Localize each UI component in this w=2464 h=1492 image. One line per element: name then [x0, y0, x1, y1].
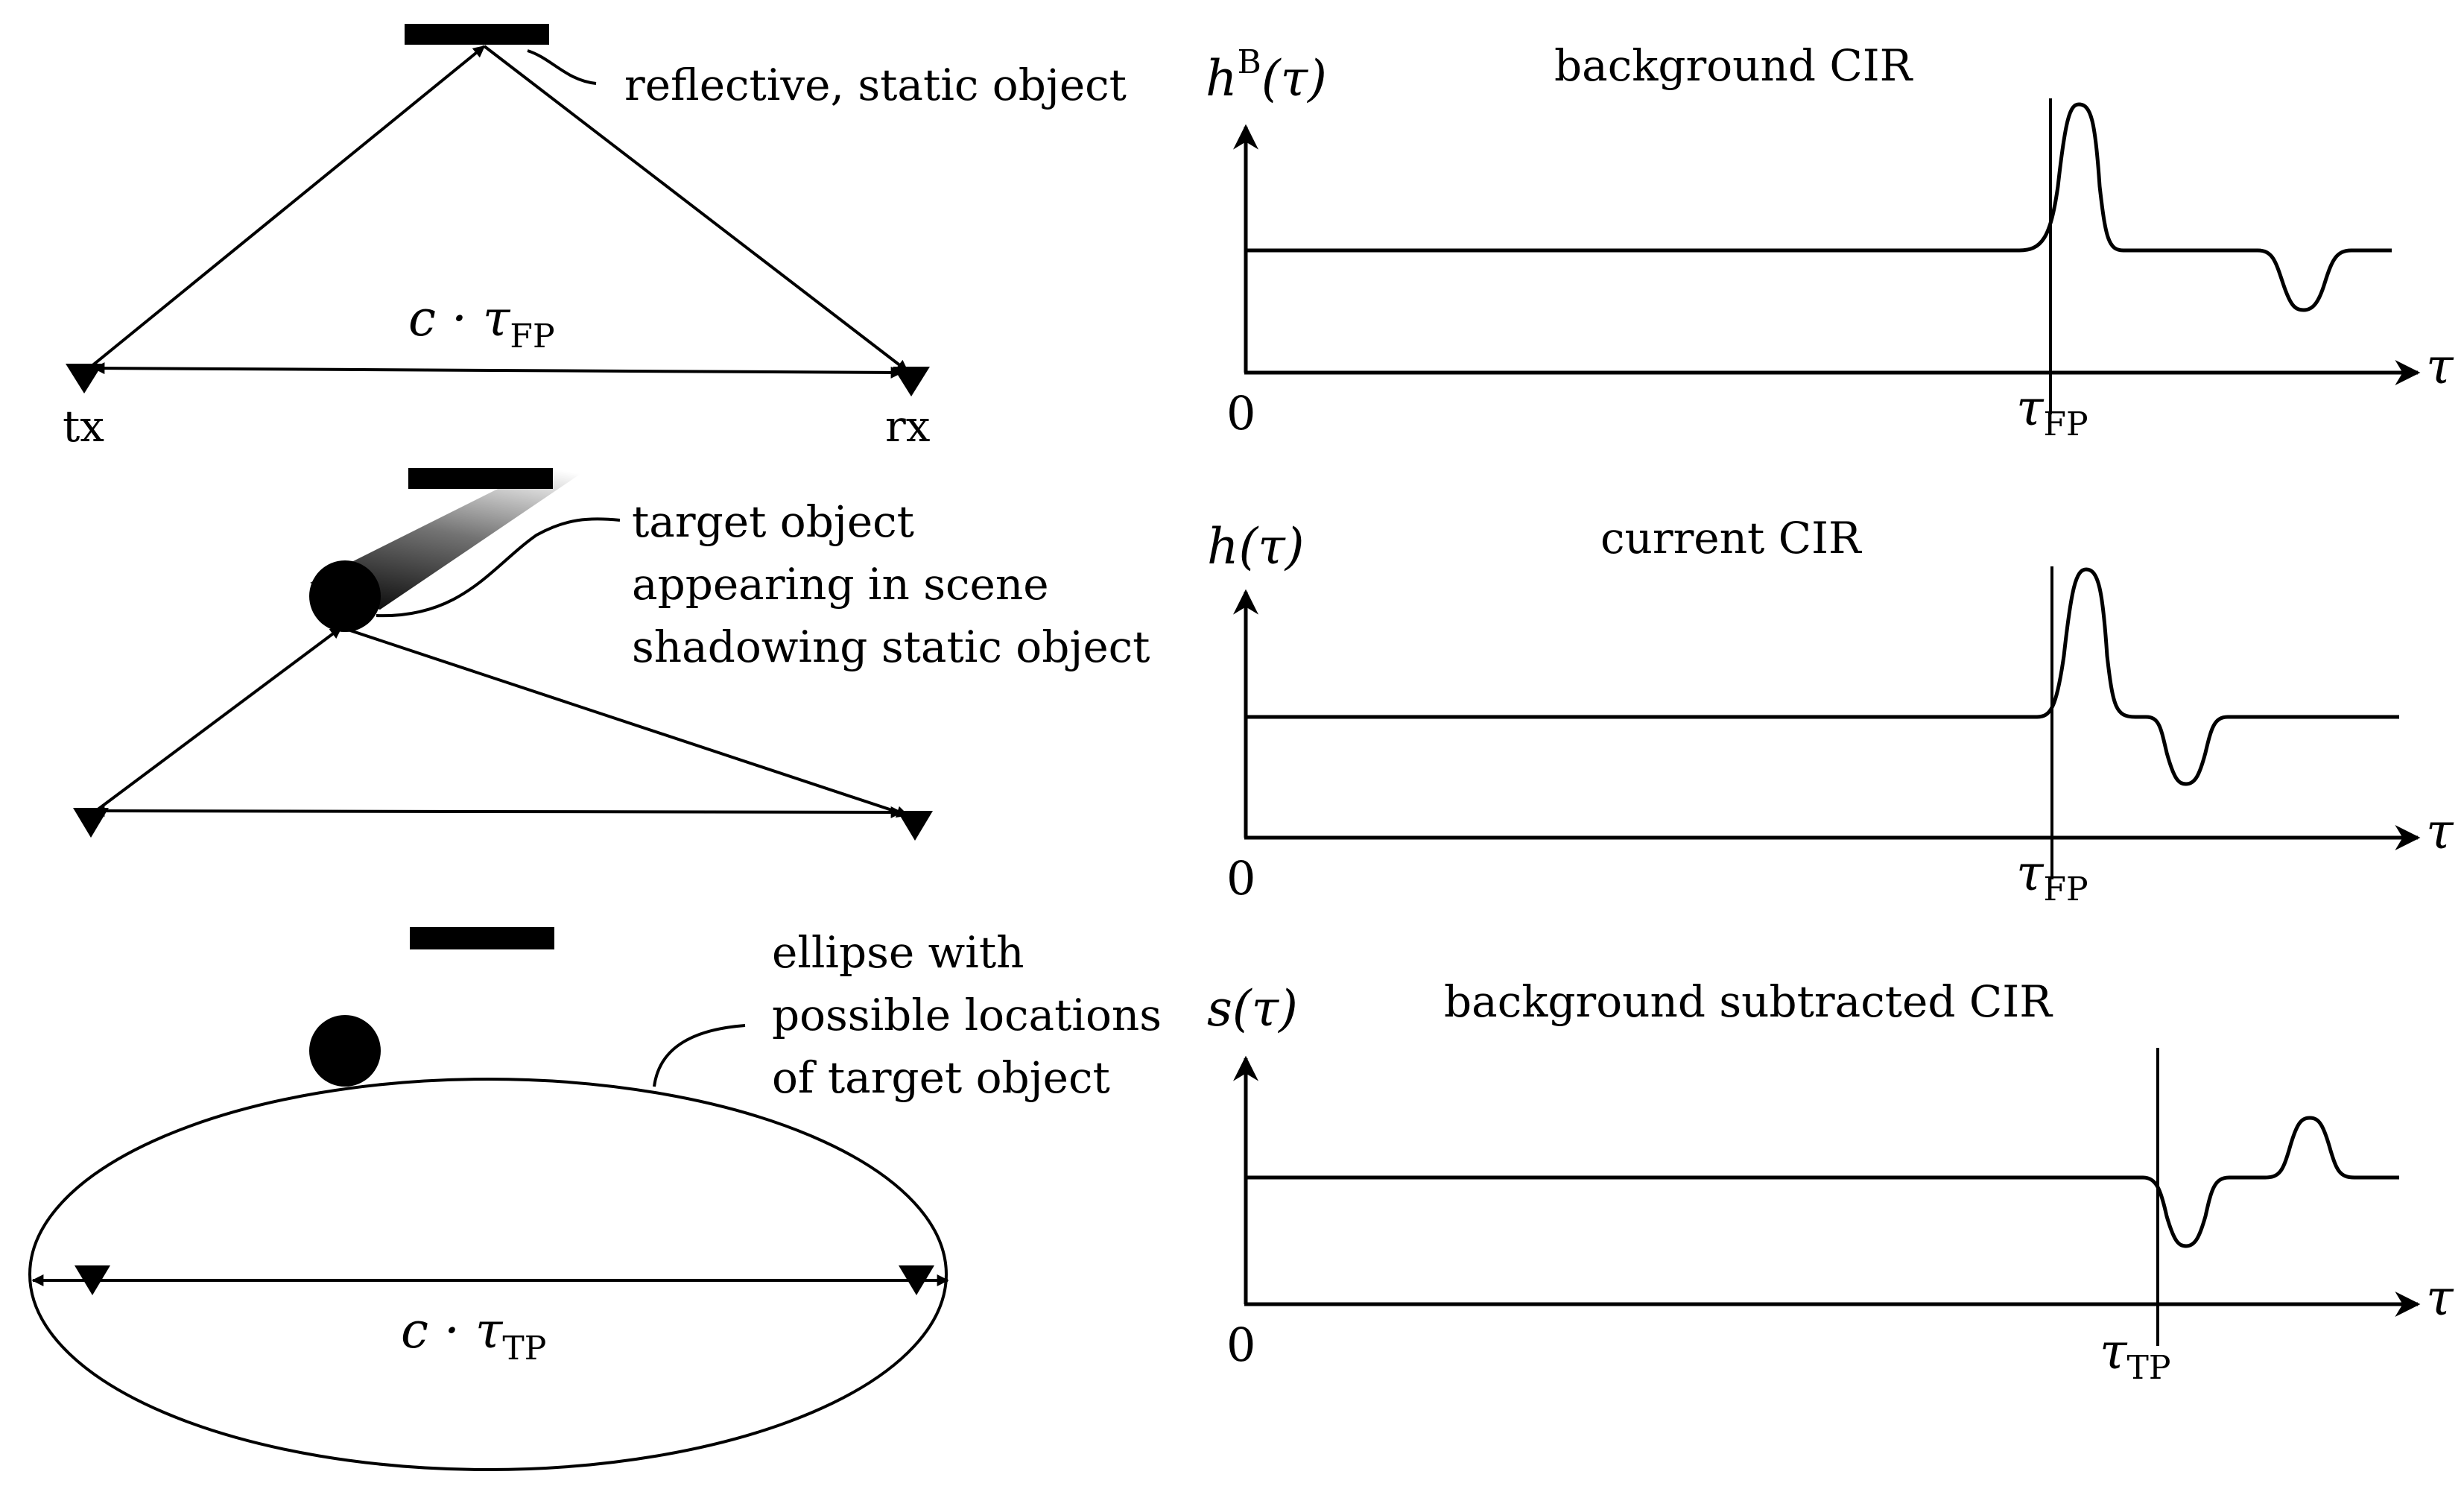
target-object	[309, 1015, 381, 1087]
annotation-ellipse-line-2: possible locations	[772, 990, 1162, 1040]
possible-location-ellipse	[28, 1078, 948, 1471]
tau-tp-marker-label: τTP	[2100, 1323, 2170, 1387]
annotation-target-line-3: shadowing static object	[632, 622, 1150, 672]
tx-antenna-icon	[66, 364, 103, 393]
annotation-ellipse-line-3: of target object	[772, 1052, 1110, 1103]
ray-reflector-to-rx	[483, 45, 909, 373]
static-reflector	[405, 24, 549, 45]
origin-label: 0	[1226, 851, 1255, 905]
ray-tx-to-target	[89, 626, 343, 816]
annotation-leader-3	[653, 1024, 746, 1087]
plot-title: current CIR	[1600, 513, 1863, 563]
annotation-leader-1	[527, 49, 597, 85]
tx-antenna-icon	[75, 1265, 110, 1295]
x-axis-label: τ	[2426, 338, 2454, 395]
rx-antenna-icon	[897, 811, 933, 841]
annotation-ellipse-line-1: ellipse with	[772, 927, 1024, 978]
rx-antenna-icon	[893, 367, 930, 396]
annotation-leader-2	[376, 517, 621, 618]
x-axis-label: τ	[2426, 803, 2454, 860]
y-axis-label: hB(τ)	[1206, 43, 1327, 107]
origin-label: 0	[1226, 1318, 1255, 1372]
tx-antenna-icon	[73, 808, 109, 838]
plot-title: background CIR	[1554, 40, 1914, 91]
plot-current-cir: h(τ) current CIR 0 τ τFP	[1207, 513, 2454, 908]
cir-curve	[1246, 102, 2392, 312]
tau-fp-marker-label: τFP	[2016, 379, 2088, 443]
rx-label: rx	[885, 401, 930, 452]
tau-fp-marker-label: τFP	[2016, 844, 2088, 908]
y-axis-label: h(τ)	[1207, 518, 1305, 575]
direct-path-arrow	[92, 362, 903, 379]
direct-path-arrow-2	[92, 805, 903, 818]
y-axis-label: s(τ)	[1207, 980, 1298, 1037]
annotation-target-line-2: appearing in scene	[632, 559, 1049, 610]
ray-tx-to-reflector	[89, 45, 486, 368]
cir-curve	[1246, 1116, 2399, 1248]
reflector	[410, 927, 554, 949]
tx-label: tx	[63, 401, 104, 452]
ray-target-to-rx	[341, 626, 909, 818]
distance-label-fp: c · τFP	[408, 290, 555, 355]
distance-label-tp: c · τTP	[401, 1302, 546, 1368]
plot-background-subtracted-cir: s(τ) background subtracted CIR 0 τ τTP	[1207, 976, 2454, 1387]
scene-panel-target-appears: target object appearing in scene shadowi…	[73, 444, 1150, 841]
annotation-static-object: reflective, static object	[624, 60, 1127, 110]
rx-antenna-icon	[899, 1265, 934, 1295]
cir-curve	[1246, 567, 2399, 786]
origin-label: 0	[1226, 386, 1255, 440]
annotation-target-line-1: target object	[632, 496, 914, 547]
scene-panel-ellipse: ellipse with possible locations of targe…	[28, 927, 1162, 1471]
x-axis-label: τ	[2426, 1269, 2454, 1327]
target-object	[309, 560, 381, 632]
plot-title: background subtracted CIR	[1444, 976, 2053, 1027]
scene-panel-static-reflection: reflective, static object c · τFP tx rx	[63, 24, 1127, 452]
plot-background-cir: hB(τ) background CIR 0 τ τFP	[1206, 40, 2454, 443]
shadowed-reflector	[408, 468, 553, 489]
